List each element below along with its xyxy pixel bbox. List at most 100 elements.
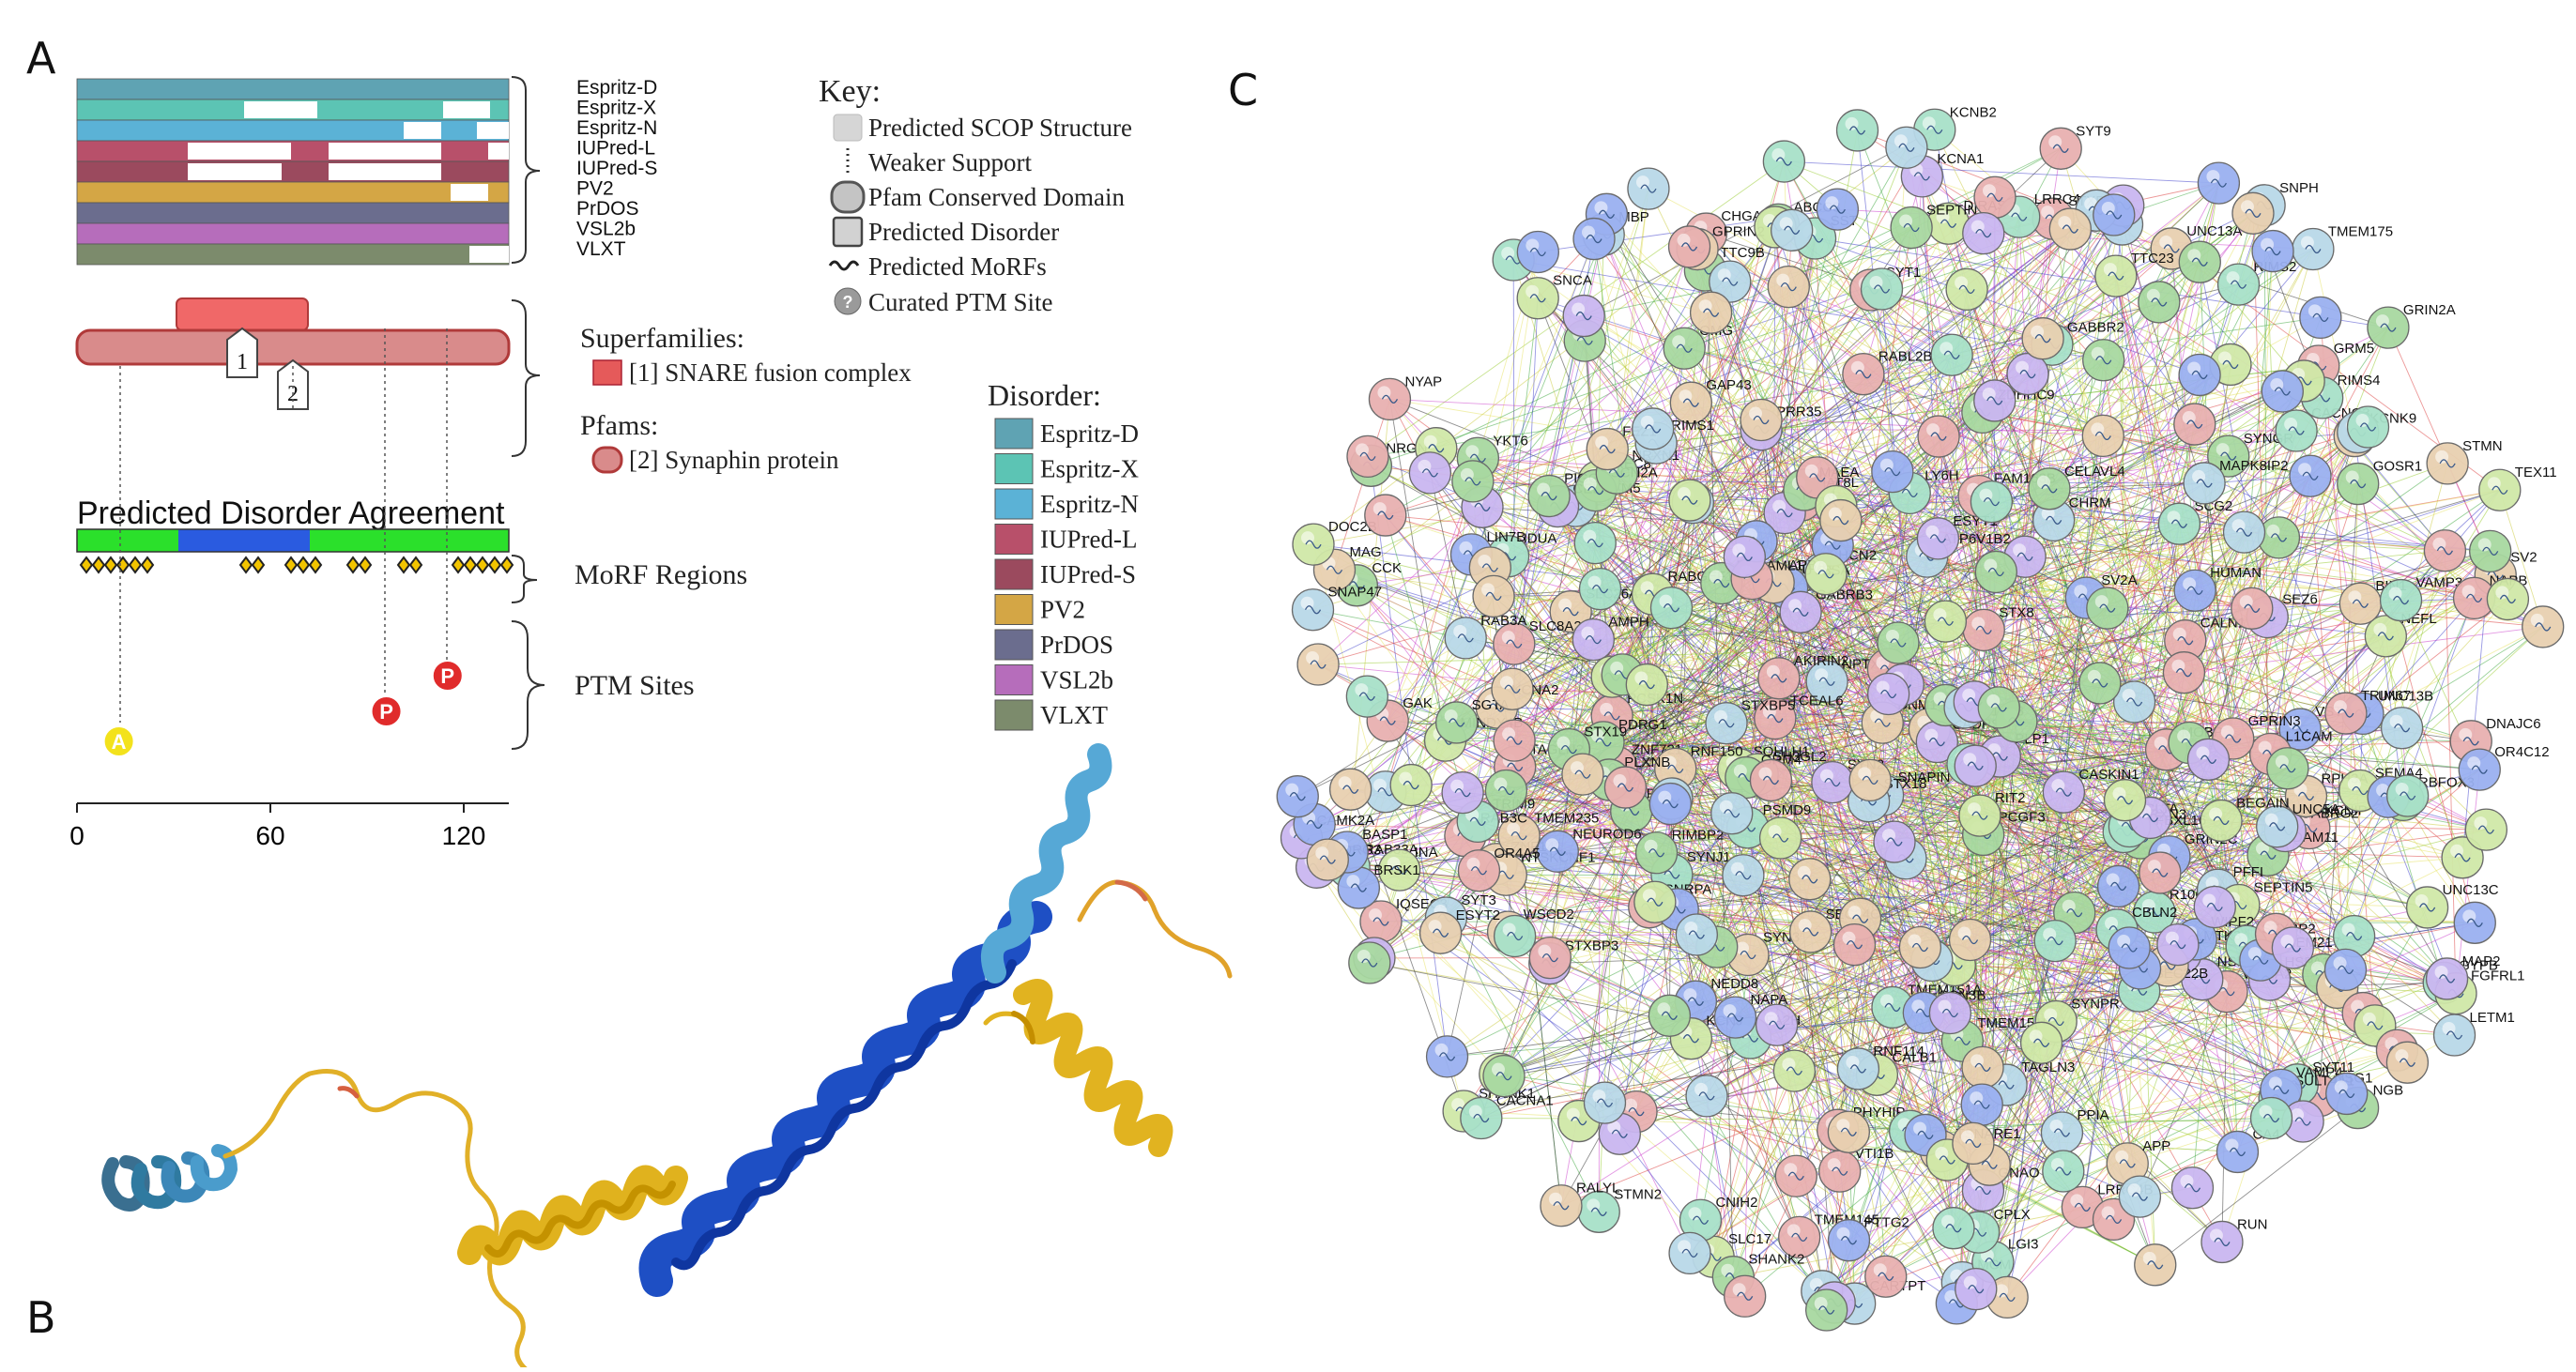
network-node[interactable] <box>1483 1056 1525 1097</box>
network-node[interactable] <box>2139 282 2180 323</box>
network-node[interactable] <box>2387 775 2429 816</box>
network-node[interactable] <box>1970 481 2012 523</box>
network-node[interactable] <box>2087 587 2128 629</box>
network-node[interactable] <box>1626 664 1667 706</box>
network-node[interactable] <box>1933 1208 1974 1249</box>
network-node[interactable] <box>2105 780 2146 821</box>
network-node[interactable] <box>1750 759 1791 800</box>
network-node[interactable] <box>2487 578 2528 619</box>
network-node[interactable] <box>1390 765 1432 806</box>
network-node[interactable] <box>1837 110 1878 151</box>
synaphin-pfam-bar[interactable] <box>77 330 509 364</box>
network-node[interactable] <box>2348 406 2389 448</box>
pfam-item[interactable]: [2] Synaphin protein <box>629 446 839 474</box>
network-node[interactable]: SYT9 <box>2040 123 2111 169</box>
network-node[interactable] <box>1740 400 1782 441</box>
network-node[interactable] <box>2198 162 2239 204</box>
network-node[interactable] <box>1580 569 1621 610</box>
network-node[interactable] <box>2034 921 2076 962</box>
network-node[interactable] <box>1805 554 1847 595</box>
network-node[interactable] <box>2021 1022 2062 1063</box>
network-node[interactable] <box>1495 916 1536 957</box>
network-node[interactable] <box>2262 371 2303 412</box>
network-node[interactable] <box>2179 241 2220 282</box>
network-node[interactable] <box>1307 839 1348 880</box>
network-node[interactable] <box>1865 1256 1907 1297</box>
network-node[interactable] <box>2424 530 2465 572</box>
network-node[interactable] <box>1485 770 1526 812</box>
network-node[interactable] <box>1669 226 1710 267</box>
network-node[interactable] <box>1649 784 1691 825</box>
network-node[interactable] <box>2119 1176 2160 1217</box>
network-node[interactable] <box>1330 769 1372 810</box>
network-node[interactable]: NYAP <box>1369 373 1442 419</box>
network-node[interactable] <box>1686 1075 1727 1117</box>
network-node[interactable] <box>1763 141 1804 182</box>
disorder-track-prdos[interactable] <box>77 203 509 223</box>
network-node[interactable] <box>2083 340 2124 381</box>
network-node[interactable] <box>1346 676 1388 717</box>
network-node[interactable] <box>1648 995 1690 1036</box>
network-node[interactable] <box>1963 213 2004 254</box>
network-node[interactable] <box>1961 1084 2002 1125</box>
network-node[interactable]: TMEM175 <box>2292 223 2393 269</box>
network-node[interactable] <box>1563 296 1604 337</box>
network-node[interactable] <box>2326 1073 2368 1114</box>
network-node[interactable] <box>1768 267 1809 308</box>
disorder-track-pv2[interactable] <box>77 182 509 203</box>
network-node[interactable] <box>2325 949 2367 990</box>
network-node[interactable] <box>1442 772 1483 814</box>
network-node[interactable] <box>1929 993 1970 1034</box>
network-node[interactable] <box>1974 176 2016 218</box>
network-node[interactable] <box>1473 575 1514 617</box>
network-node[interactable] <box>1918 416 1959 457</box>
network-node[interactable] <box>1834 924 1876 966</box>
network-node[interactable] <box>2267 748 2308 789</box>
network-node[interactable] <box>2022 318 2063 359</box>
network-node[interactable] <box>2522 606 2564 648</box>
network-node[interactable] <box>1789 859 1831 900</box>
network-node[interactable] <box>1725 1275 1766 1317</box>
network-node[interactable] <box>1427 1036 1468 1077</box>
network-node[interactable] <box>2251 1097 2292 1138</box>
network-node[interactable] <box>1872 451 1913 493</box>
network-node[interactable] <box>1676 914 1717 955</box>
network-node[interactable] <box>1773 1050 1815 1091</box>
network-node[interactable] <box>1574 523 1616 564</box>
network-node[interactable] <box>1874 821 1915 862</box>
network-node[interactable] <box>1950 919 1991 960</box>
network-node[interactable] <box>1277 776 1318 817</box>
network-node[interactable] <box>2174 404 2216 445</box>
network-node[interactable] <box>2049 208 2091 250</box>
network-node[interactable] <box>1931 334 1972 375</box>
network-node[interactable] <box>2043 1151 2084 1192</box>
network-node[interactable] <box>1878 622 1919 663</box>
network-node[interactable] <box>1584 1082 1625 1123</box>
network-node[interactable]: CACNA1 <box>1461 1093 1554 1139</box>
network-node[interactable] <box>1492 668 1533 709</box>
network-node[interactable] <box>1817 189 1858 230</box>
network-node[interactable] <box>1633 408 1674 450</box>
network-node[interactable] <box>1771 209 1813 251</box>
network-node[interactable] <box>1806 1289 1848 1331</box>
network-node[interactable] <box>1820 500 1862 541</box>
network-node[interactable] <box>1452 461 1494 502</box>
network-node[interactable] <box>1409 452 1450 494</box>
network-node[interactable] <box>1849 759 1891 800</box>
network-node[interactable] <box>2224 511 2265 553</box>
network-node[interactable] <box>1669 1232 1710 1273</box>
network-node[interactable] <box>1711 793 1753 834</box>
domain-marker-1[interactable]: 1 <box>227 328 257 377</box>
network-node[interactable] <box>1494 720 1535 761</box>
network-node[interactable] <box>1365 495 1406 536</box>
network-node[interactable] <box>2098 865 2139 907</box>
network-node[interactable]: GRIN2A <box>2368 302 2456 348</box>
network-node[interactable] <box>1724 536 1765 577</box>
network-node[interactable] <box>2082 415 2124 456</box>
network-node[interactable] <box>1756 1004 1798 1045</box>
network-node[interactable] <box>2290 455 2331 496</box>
network-node[interactable] <box>1862 268 1903 310</box>
disorder-track-espritz-d[interactable] <box>77 79 509 99</box>
network-node[interactable] <box>1775 1155 1817 1197</box>
network-node[interactable] <box>1691 292 1732 333</box>
